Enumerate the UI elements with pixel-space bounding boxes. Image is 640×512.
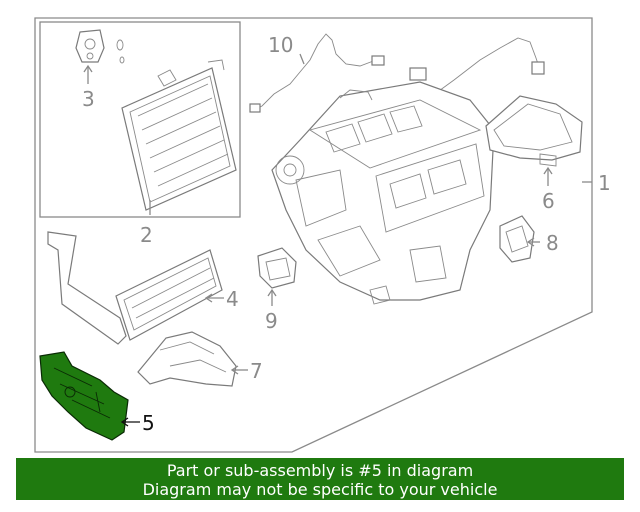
callout-6: 6 (542, 189, 555, 213)
part-info-banner: Part or sub-assembly is #5 in diagram Di… (16, 458, 624, 500)
part-7-duct (137, 331, 248, 387)
callout-2: 2 (140, 223, 153, 247)
callout-1: 1 (598, 171, 611, 195)
callout-9: 9 (265, 309, 278, 333)
banner-line-disclaimer: Diagram may not be specific to your vehi… (142, 480, 498, 499)
callout-10: 10 (268, 33, 293, 57)
callout-3: 3 (82, 87, 95, 111)
part-5-duct-highlighted (39, 351, 140, 441)
part-4-heater-core (47, 231, 224, 345)
part-1-hvac-housing (271, 81, 592, 305)
part-9-actuator (257, 247, 297, 306)
part-2-evaporator (121, 59, 237, 215)
part-8-actuator (499, 215, 540, 263)
parts-diagram: 1 2 3 4 5 6 7 8 9 10 (34, 17, 611, 453)
callout-7: 7 (250, 359, 263, 383)
callout-8: 8 (546, 231, 559, 255)
callout-4: 4 (226, 287, 239, 311)
subassembly-box (39, 21, 241, 218)
part-6-housing-component (485, 95, 583, 186)
part-3-expansion-valve (75, 29, 125, 84)
banner-line-part: Part or sub-assembly is #5 in diagram (166, 461, 474, 480)
callout-5: 5 (142, 411, 155, 435)
assembly-frame (34, 17, 593, 453)
